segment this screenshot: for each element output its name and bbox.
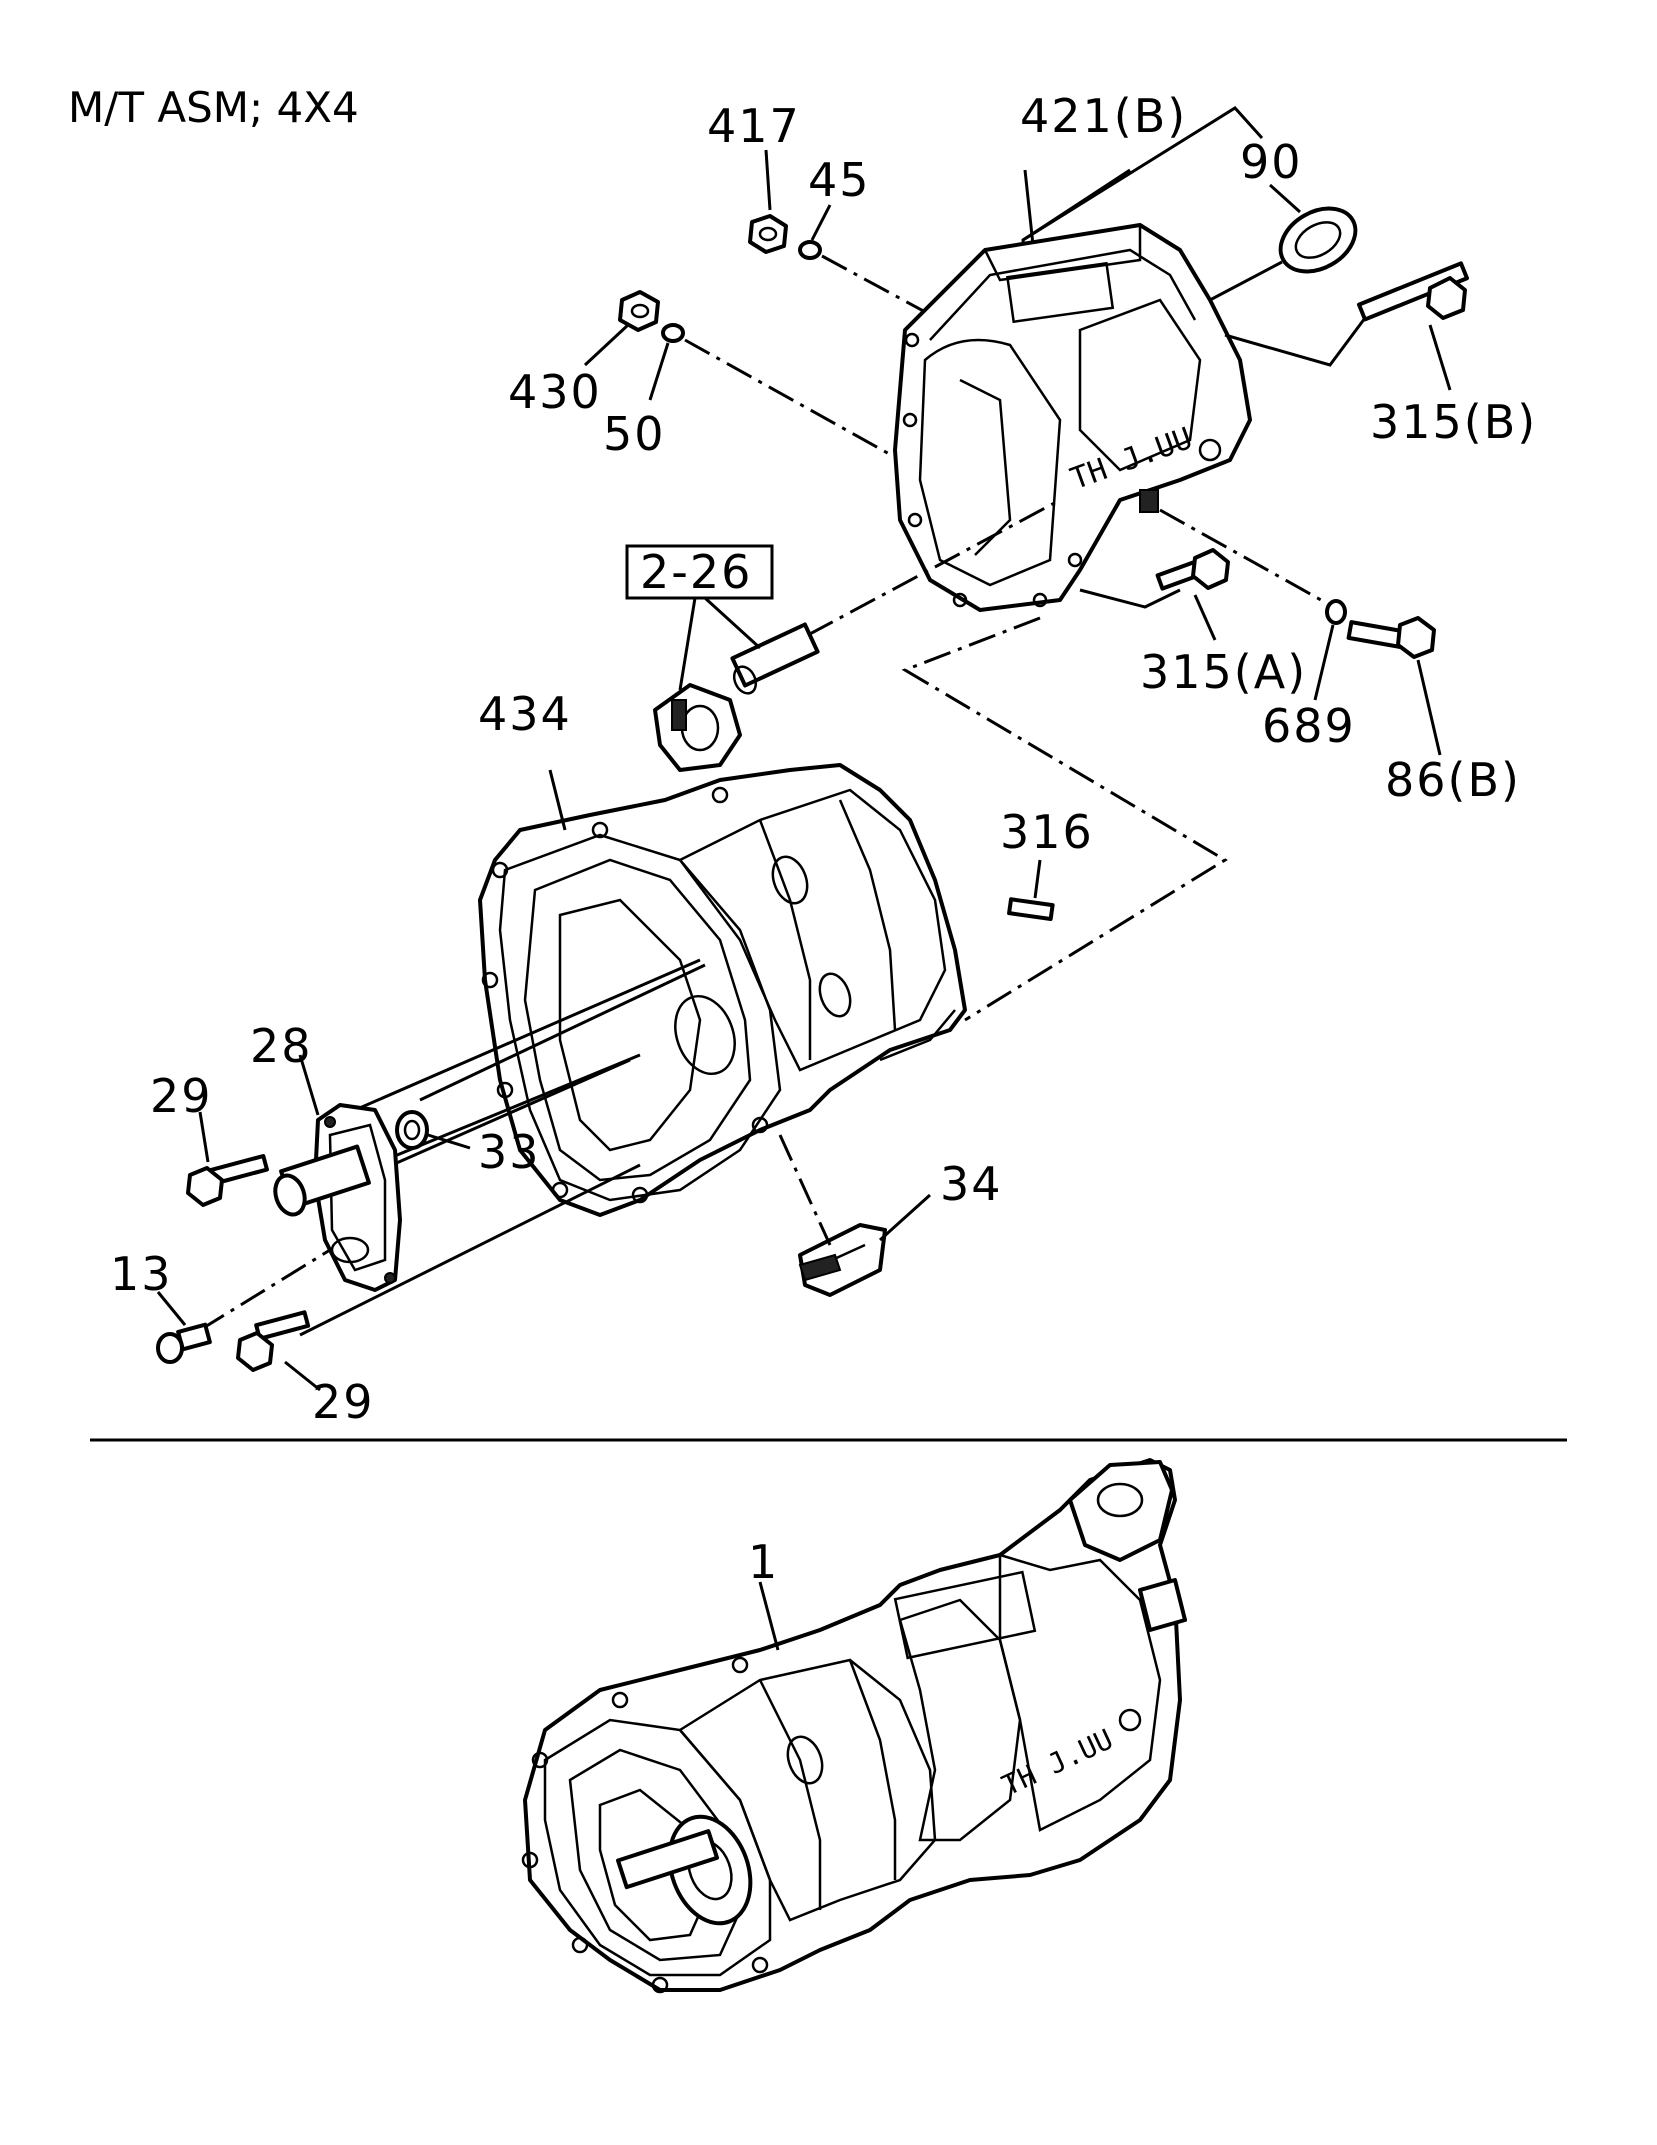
part-28-front-cover — [273, 1103, 402, 1292]
leader-315a — [1193, 594, 1217, 641]
part-434-transmission-case — [478, 763, 967, 1217]
centerline-417 — [821, 254, 941, 322]
part-315b-bolt — [1357, 261, 1469, 322]
bracket-315a — [1079, 588, 1181, 609]
leader-33 — [427, 1133, 471, 1150]
centerline-29-bottom — [299, 1163, 641, 1337]
centerline-case-c — [384, 1053, 641, 1162]
leader-2-26-b — [703, 596, 762, 650]
callout-90: 90 — [1240, 135, 1303, 189]
part-315a-bolt — [1155, 548, 1230, 591]
callout-28: 28 — [250, 1019, 313, 1073]
leader-90 — [1268, 183, 1302, 214]
leader-34 — [878, 1193, 932, 1242]
leader-434 — [548, 769, 567, 831]
centerline-case-a — [354, 958, 701, 1112]
callout-421b: 421(B) — [1020, 89, 1187, 143]
leader-86b — [1416, 659, 1442, 756]
callout-315b: 315(B) — [1370, 395, 1537, 449]
part-316-pin — [1007, 897, 1055, 921]
centerline-13 — [199, 1248, 331, 1332]
part-86b-bolt — [1346, 616, 1436, 659]
callout-2-26: 2-26 — [640, 545, 752, 599]
part-29-bolt-top — [186, 1154, 269, 1207]
bracket-315b — [1224, 317, 1367, 367]
callout-316: 316 — [1000, 805, 1094, 859]
bracket-421b — [1022, 106, 1264, 242]
part-50-oring — [661, 323, 685, 343]
leader-29-top — [198, 1111, 210, 1163]
centerline-90 — [1209, 260, 1283, 302]
leader-689 — [1313, 624, 1335, 701]
callout-689: 689 — [1262, 699, 1356, 753]
part-430-nut — [618, 290, 660, 332]
part-13-plug — [156, 1322, 212, 1364]
part-1-transmission-assembly: TH J.UU — [521, 1458, 1187, 1994]
leader-417 — [764, 149, 772, 211]
callout-86b: 86(B) — [1385, 753, 1521, 807]
part-extension-housing: TH J.UU — [893, 223, 1252, 612]
callout-45: 45 — [808, 153, 871, 207]
bracket-316-dash — [901, 616, 1228, 1022]
callout-50: 50 — [603, 407, 666, 461]
part-90-oil-seal — [1278, 206, 1358, 274]
part-417-nut — [748, 214, 788, 254]
leader-430 — [583, 323, 630, 367]
part-33-oil-seal — [395, 1110, 429, 1150]
part-45-oring — [798, 240, 822, 260]
callout-box-2-26 — [625, 544, 774, 600]
leader-28 — [298, 1054, 320, 1116]
leader-29-bottom — [284, 1360, 321, 1392]
leader-13 — [156, 1291, 187, 1326]
leader-316 — [1033, 859, 1042, 899]
callout-1: 1 — [748, 1535, 779, 1589]
diagram-title: M/T ASM; 4X4 — [68, 83, 359, 132]
callout-33: 33 — [478, 1125, 541, 1179]
centerline-86b — [1159, 508, 1331, 607]
callout-29-top: 29 — [150, 1069, 213, 1123]
leader-45 — [810, 204, 832, 241]
part-29-bolt-bottom — [236, 1310, 311, 1372]
leader-421b-right — [1023, 169, 1035, 246]
callout-417: 417 — [707, 99, 801, 153]
part-2-26-bearing — [653, 622, 820, 772]
callout-315a: 315(A) — [1140, 645, 1307, 699]
leader-1 — [758, 1581, 780, 1651]
part-34-cover — [798, 1223, 887, 1297]
callout-434: 434 — [478, 687, 572, 741]
part-689-washer — [1325, 599, 1347, 625]
callout-13: 13 — [110, 1247, 173, 1301]
centerline-430 — [684, 338, 901, 462]
callout-29-bottom: 29 — [312, 1375, 375, 1429]
callout-34: 34 — [940, 1157, 1003, 1211]
leader-2-26-a — [678, 597, 697, 691]
callout-430: 430 — [508, 365, 602, 419]
centerline-case-b — [419, 963, 706, 1102]
leader-315b — [1428, 324, 1452, 391]
leader-50 — [648, 342, 670, 401]
centerline-34 — [778, 1134, 832, 1246]
